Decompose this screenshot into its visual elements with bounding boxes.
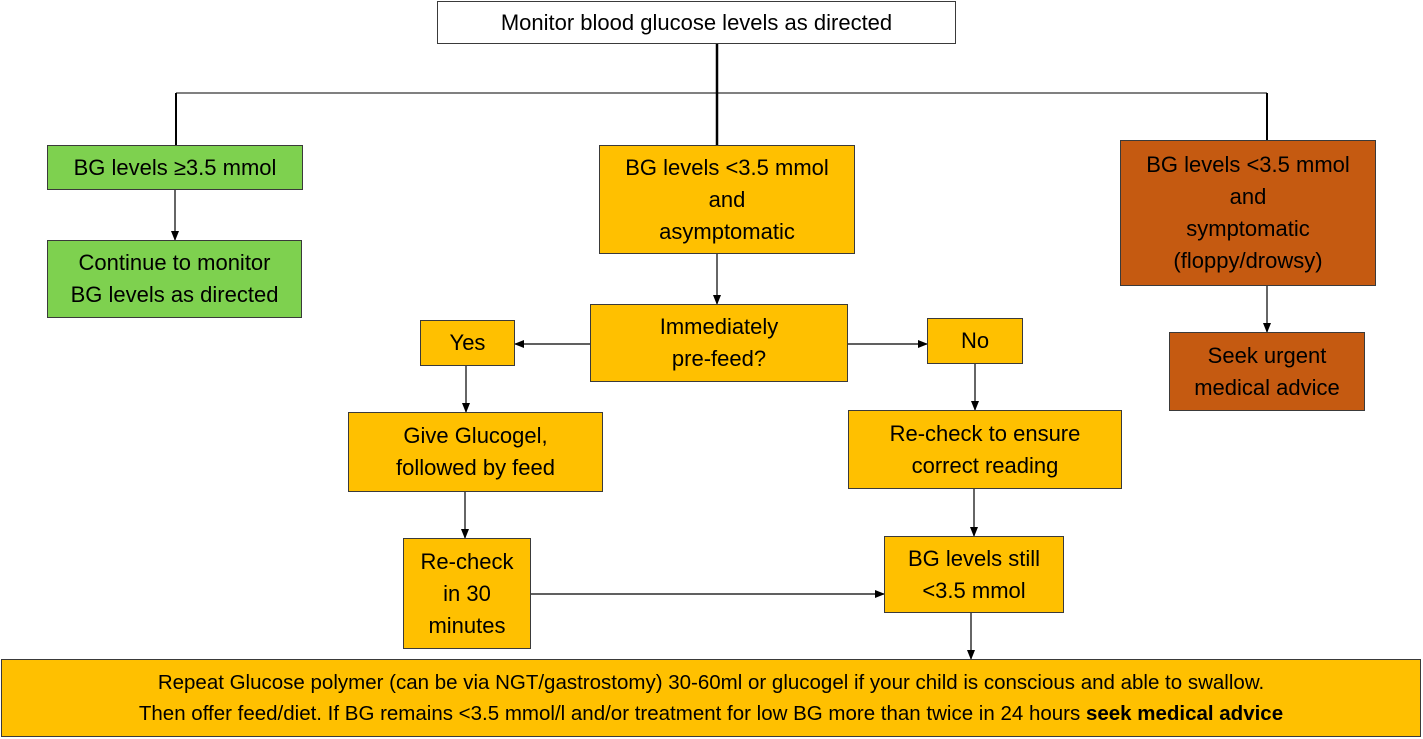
sym-line-4: (floppy/drowsy) [1173,248,1323,273]
asym-line-3: asymptomatic [659,218,795,244]
sym-line-2: and [1229,184,1267,209]
prefeed-line-2: pre-feed? [671,346,767,371]
bg-still-low-box: BG levels still <3.5 mmol [884,536,1064,613]
continue-line-1: Continue to monitor [78,250,271,275]
yes-text: Yes [449,330,486,355]
bg-low-asymptomatic-box: BG levels <3.5 mmol and asymptomatic [599,145,855,254]
monitor-text: Monitor blood glucose levels as directed [500,9,893,35]
recheck-30-minutes-box: Re-check in 30 minutes [403,538,531,649]
final-instruction-box: Repeat Glucose polymer (can be via NGT/g… [1,659,1421,737]
recheck-reading-line-1: Re-check to ensure [889,420,1081,446]
still-low-line-1: BG levels still [907,545,1041,571]
recheck30-line-2: in 30 [443,580,491,606]
bg-low-symptomatic-box: BG levels <3.5 mmol and symptomatic (flo… [1120,140,1376,286]
recheck30-line-3: minutes [428,612,506,638]
sym-line-3: symptomatic [1186,216,1310,241]
glucogel-line-1: Give Glucogel, [403,423,548,448]
recheck-reading-box: Re-check to ensure correct reading [848,410,1122,489]
final-line-2: Then offer feed/diet. If BG remains <3.5… [139,698,1283,729]
give-glucogel-box: Give Glucogel, followed by feed [348,412,603,492]
prefeed-question-box: Immediately pre-feed? [590,304,848,382]
seek-medical-advice-emphasis: seek medical advice [1085,702,1284,725]
prefeed-line-1: Immediately [659,314,779,339]
urgent-line-1: Seek urgent [1207,342,1327,368]
continue-monitoring-box: Continue to monitor BG levels as directe… [47,240,302,318]
no-text: No [960,328,990,353]
bg-normal-text: BG levels ≥3.5 mmol [73,154,277,180]
no-box: No [927,318,1023,364]
glucogel-line-2: followed by feed [396,455,555,480]
asym-line-1: BG levels <3.5 mmol [625,154,829,180]
yes-box: Yes [420,320,515,366]
final-line-2-text: Then offer feed/diet. If BG remains <3.5… [138,702,1086,725]
bg-normal-box: BG levels ≥3.5 mmol [47,145,303,190]
continue-line-2: BG levels as directed [70,282,279,307]
still-low-line-2: <3.5 mmol [922,577,1026,603]
seek-urgent-advice-box: Seek urgent medical advice [1169,332,1365,411]
urgent-line-2: medical advice [1194,374,1340,400]
asym-line-2: and [708,186,746,212]
recheck-reading-line-2: correct reading [911,452,1059,478]
sym-line-1: BG levels <3.5 mmol [1146,152,1350,177]
recheck30-line-1: Re-check [420,548,514,574]
final-line-1: Repeat Glucose polymer (can be via NGT/g… [157,671,1265,694]
monitor-box: Monitor blood glucose levels as directed [437,1,956,44]
